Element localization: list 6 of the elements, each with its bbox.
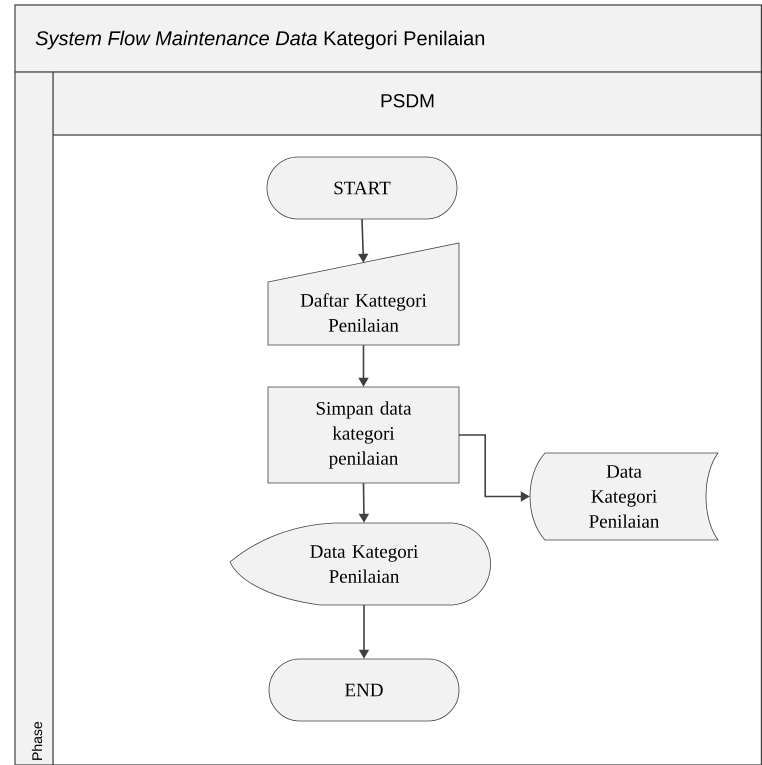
manual-input-box: Daftar Kattegori Penilaian	[268, 242, 460, 346]
start-terminator: START	[266, 156, 458, 220]
process-box: Simpan data kategori penilaian	[268, 386, 460, 484]
title-band: System Flow Maintenance Data Kategori Penilaian	[14, 4, 762, 73]
end-terminator: END	[268, 658, 460, 722]
phase-band: Phase	[14, 71, 54, 765]
